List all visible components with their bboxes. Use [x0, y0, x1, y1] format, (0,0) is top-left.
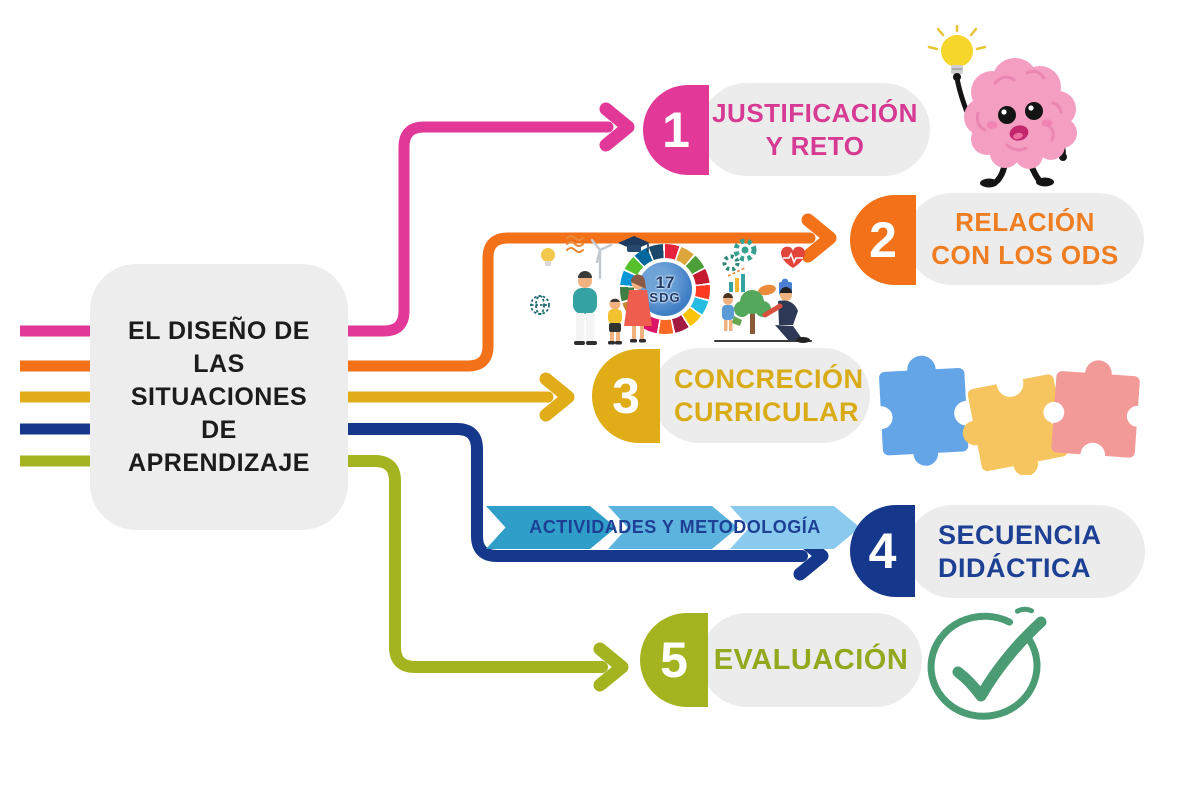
arrowhead-step3: [539, 372, 575, 422]
puzzle-pieces: [869, 355, 1145, 475]
step3-pill: CONCRECIÓN CURRICULAR: [652, 348, 870, 443]
step3-number-badge: 3: [592, 349, 660, 443]
wind-turbine-icon: [590, 238, 613, 280]
arrowhead-step2: [801, 213, 837, 263]
title-line: DE: [201, 415, 237, 444]
sdg-people-art: [530, 235, 812, 345]
gears-icon: [722, 238, 757, 272]
step2-number-badge: 2: [850, 195, 916, 285]
step3-label-line: CURRICULAR: [674, 396, 859, 427]
lightbulb-icon: [927, 25, 987, 74]
step1-number-badge: 1: [643, 85, 709, 175]
step5-label-line: EVALUACIÓN: [713, 643, 909, 676]
step1-pill: JUSTIFICACIÓN Y RETO: [700, 83, 930, 176]
sdg-sdg: SDG: [649, 289, 681, 305]
sdg-17: 17: [655, 272, 675, 292]
step4-number-badge: 4: [850, 505, 915, 597]
step2-label-line: RELACIÓN: [955, 207, 1095, 237]
puzzle-piece-blue: [869, 355, 979, 466]
step4-label-line: SECUENCIA: [938, 519, 1102, 550]
arrow-step2: [341, 232, 816, 372]
step5-number-badge: 5: [640, 613, 708, 707]
family-figures: [573, 271, 652, 345]
bar-chart-icon: [727, 267, 746, 292]
brain-body: [964, 58, 1077, 169]
step1-label-line: JUSTIFICACIÓN: [712, 97, 918, 128]
sdg-label: 17 SDG: [634, 258, 696, 320]
waves-icon: [566, 235, 584, 253]
step2-label-line: CON LOS ODS: [931, 240, 1119, 270]
check-circle-icon: [927, 606, 1047, 720]
bulb-icon: [541, 248, 555, 266]
title-line: EL DISEÑO DE: [128, 316, 310, 345]
step4-label-line: DIDÁCTICA: [938, 552, 1091, 583]
step4-pill: SECUENCIA DIDÁCTICA: [906, 505, 1145, 598]
arrow-step1: [341, 121, 614, 337]
chevron-shape-icon: [730, 506, 860, 549]
central-title-box: EL DISEÑO DE LAS SITUACIONES DE APRENDIZ…: [90, 264, 348, 530]
step2-pill: RELACIÓN CON LOS ODS: [906, 193, 1144, 285]
brain-character: [927, 25, 1077, 188]
sdg-illustration: 17 SDG: [523, 228, 813, 350]
title-line: SITUACIONES: [130, 382, 308, 411]
step5-pill: EVALUACIÓN: [700, 613, 922, 707]
title-line: APRENDIZAJE: [128, 448, 310, 477]
puzzle-piece-pink: [1043, 360, 1145, 468]
planting-scene: [714, 287, 812, 343]
chevron-shape-icon: [486, 506, 616, 549]
arrowhead-step5: [593, 642, 629, 692]
step3-label-line: CONCRECIÓN: [674, 363, 864, 394]
chevron-shape-icon: [608, 506, 738, 549]
banner-label: ACTIVIDADES Y METODOLOGÍA: [529, 517, 821, 537]
step1-label-line: Y RETO: [765, 130, 865, 161]
title-line: LAS: [193, 349, 245, 378]
graduation-cap-icon: [618, 236, 650, 252]
heart-pulse-icon: [781, 246, 805, 268]
globe-grid-icon: [530, 295, 550, 315]
arrow-step5: [341, 455, 608, 673]
activities-methodology-banner: ACTIVIDADES Y METODOLOGÍA: [486, 506, 864, 549]
arrow-step4: [341, 423, 808, 562]
arrowhead-step1: [599, 102, 635, 152]
